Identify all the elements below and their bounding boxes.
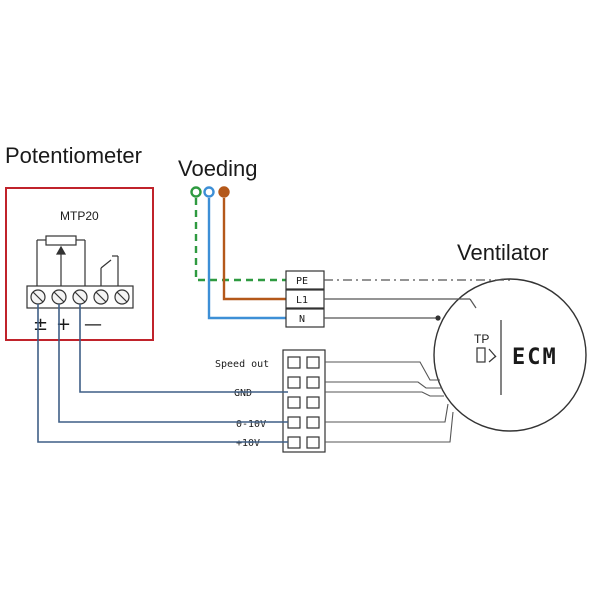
control-terminal-strip: Speed out GND 0-10V +10V	[215, 349, 326, 453]
potentiometer-terminal-block	[26, 285, 134, 309]
wire-plus-minus-to-plus-10v	[37, 304, 288, 443]
l1-wire-end	[218, 186, 230, 198]
voeding-title: Voeding	[178, 156, 258, 181]
power-to-motor	[324, 279, 510, 321]
control-terminal-0-10v: 0-10V	[236, 419, 266, 430]
potentiometer-title: Potentiometer	[5, 143, 142, 168]
control-to-motor	[325, 361, 454, 443]
screw-terminal	[114, 289, 130, 305]
plus-ten-line	[325, 411, 454, 443]
power-wires	[190, 186, 286, 320]
power-terminal-pe: PE	[296, 276, 308, 287]
terminal-label-plus-minus: ±	[33, 314, 48, 335]
wire-minus-to-gnd	[79, 304, 288, 393]
motor-circle	[433, 278, 587, 432]
pe-wire-end	[190, 186, 202, 198]
gnd-line-2	[325, 391, 444, 397]
speed-out-line	[325, 361, 440, 381]
tp-label: TP	[474, 332, 489, 346]
pe-wire	[194, 198, 286, 282]
zero-ten-line	[325, 403, 449, 423]
power-terminal-strip: PE L1 N	[285, 270, 325, 328]
control-terminal-plus-10v: +10V	[236, 438, 260, 449]
power-terminal-l1: L1	[296, 295, 308, 306]
screw-terminal	[51, 289, 67, 305]
power-terminal-n: N	[299, 314, 305, 325]
n-wire	[207, 198, 286, 320]
ventilator-title: Ventilator	[457, 240, 549, 265]
motor-connection-dot	[435, 315, 441, 321]
control-terminal-speed-out: Speed out	[215, 359, 269, 370]
thermal-protector-icon	[476, 347, 497, 363]
ecm-motor: TP ECM	[433, 278, 587, 432]
terminal-label-minus: —	[84, 314, 102, 335]
l1-into-motor	[469, 298, 477, 309]
screw-terminal	[93, 289, 109, 305]
potentiometer-symbol	[36, 235, 119, 287]
wire-plus-to-0-10v	[58, 304, 288, 423]
control-terminal-gnd: GND	[234, 388, 252, 399]
ecm-label: ECM	[512, 345, 558, 370]
potentiometer-model-label: MTP20	[60, 209, 99, 223]
gnd-line	[325, 381, 442, 389]
screw-terminal	[30, 289, 46, 305]
l1-wire	[222, 198, 286, 301]
n-wire-end	[203, 186, 215, 198]
screw-terminal	[72, 289, 88, 305]
control-wires	[37, 304, 288, 443]
